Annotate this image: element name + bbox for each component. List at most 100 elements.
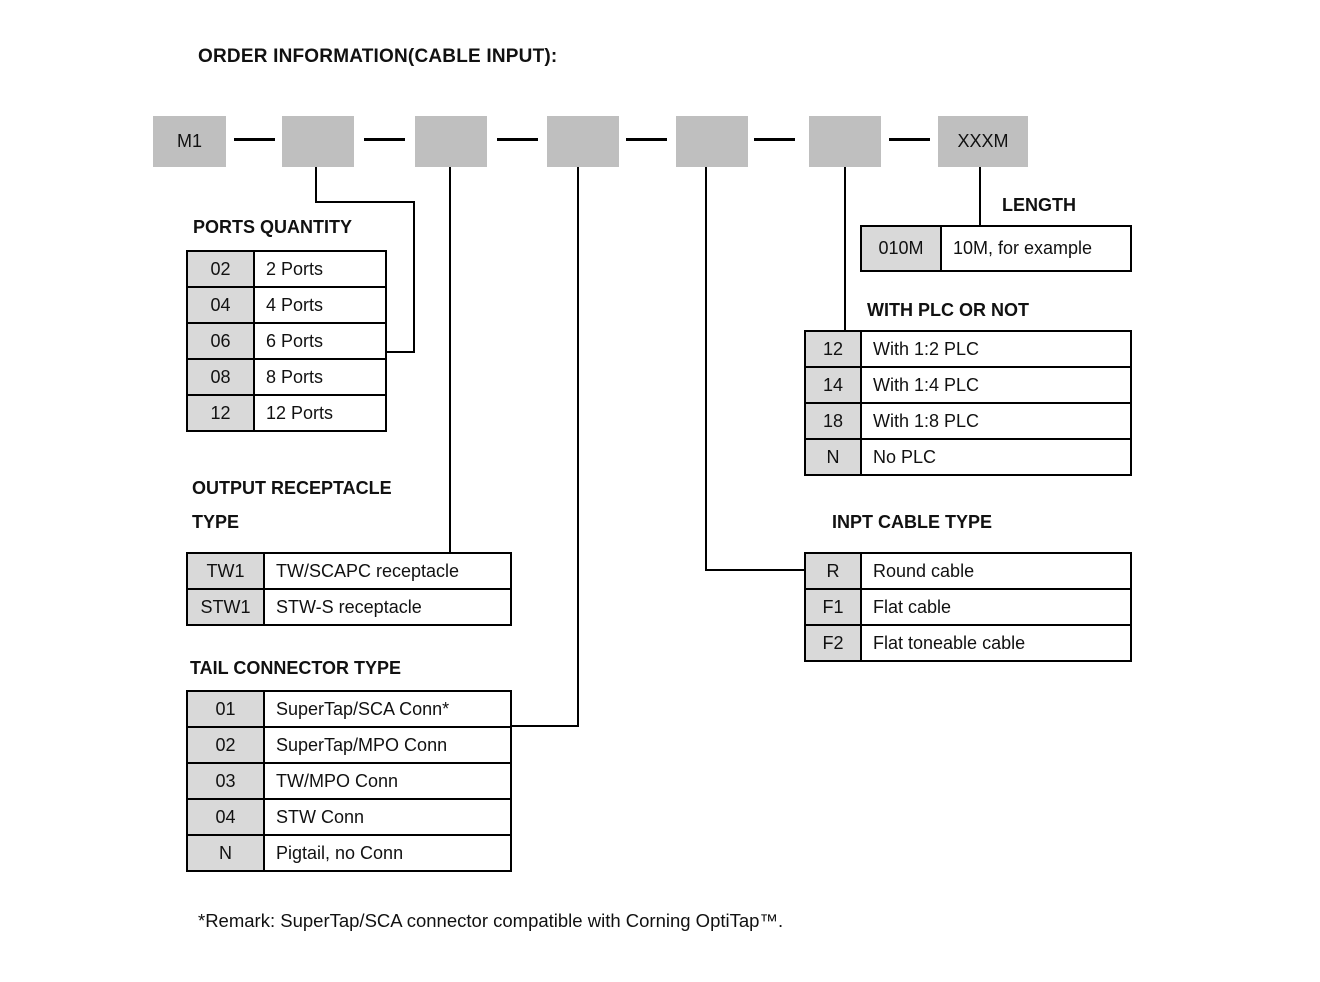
remark-note: *Remark: SuperTap/SCA connector compatib… xyxy=(198,910,784,931)
ports-quantity-table: 02 2 Ports 04 4 Ports 06 6 Ports 08 8 Po… xyxy=(186,250,387,432)
dash-separator xyxy=(754,138,795,141)
table-row: 01 SuperTap/SCA Conn* xyxy=(188,692,510,726)
desc-cell: 4 Ports xyxy=(266,294,324,315)
with-plc-title: WITH PLC OR NOT xyxy=(867,300,1029,320)
code-cell: 06 xyxy=(188,324,255,358)
table-row: 18 With 1:8 PLC xyxy=(806,402,1130,438)
code-cell: 01 xyxy=(188,692,265,726)
table-row: F2 Flat toneable cable xyxy=(806,624,1130,660)
output-receptacle-title-line2: TYPE xyxy=(192,512,240,532)
desc-cell: Flat toneable cable xyxy=(873,632,1026,653)
desc-cell: With 1:4 PLC xyxy=(873,374,980,395)
table-row: R Round cable xyxy=(806,554,1130,588)
desc-cell: No PLC xyxy=(873,446,937,467)
table-row: TW1 TW/SCAPC receptacle xyxy=(188,554,510,588)
code-cell: 18 xyxy=(806,404,862,438)
code-box-prefix: M1 xyxy=(153,116,226,167)
input-cable-table: R Round cable F1 Flat cable F2 Flat tone… xyxy=(804,552,1132,662)
connector-ports xyxy=(315,201,415,203)
code-cell: 02 xyxy=(188,252,255,286)
desc-cell: 2 Ports xyxy=(266,258,324,279)
table-row: 04 4 Ports xyxy=(188,286,385,322)
connector-ports xyxy=(387,351,415,353)
page-title: ORDER INFORMATION(CABLE INPUT): xyxy=(198,46,558,67)
table-row: 12 With 1:2 PLC xyxy=(806,332,1130,366)
desc-cell: TW/SCAPC receptacle xyxy=(276,560,460,581)
length-table: 010M 10M, for example xyxy=(860,225,1132,272)
code-cell: STW1 xyxy=(188,590,265,624)
ports-quantity-title: PORTS QUANTITY xyxy=(193,217,353,237)
code-box-tail-connector xyxy=(547,116,619,167)
code-cell: TW1 xyxy=(188,554,265,588)
desc-cell: With 1:8 PLC xyxy=(873,410,980,431)
code-cell: F2 xyxy=(806,626,862,660)
code-box-length: XXXM xyxy=(938,116,1028,167)
tail-connector-table: 01 SuperTap/SCA Conn* 02 SuperTap/MPO Co… xyxy=(186,690,512,872)
desc-cell: STW Conn xyxy=(276,806,365,827)
table-row: 08 8 Ports xyxy=(188,358,385,394)
connector-output-receptacle xyxy=(449,167,451,553)
dash-separator xyxy=(889,138,930,141)
table-row: N Pigtail, no Conn xyxy=(188,834,510,870)
table-row: 02 SuperTap/MPO Conn xyxy=(188,726,510,762)
table-row: 06 6 Ports xyxy=(188,322,385,358)
code-cell: 14 xyxy=(806,368,862,402)
desc-cell: Flat cable xyxy=(873,596,952,617)
code-cell: 02 xyxy=(188,728,265,762)
desc-cell: With 1:2 PLC xyxy=(873,338,980,359)
table-row: 010M 10M, for example xyxy=(862,227,1130,270)
desc-cell: Round cable xyxy=(873,560,975,581)
desc-cell: SuperTap/MPO Conn xyxy=(276,734,448,755)
code-cell: 04 xyxy=(188,800,265,834)
desc-cell: 10M, for example xyxy=(953,238,1093,258)
desc-cell: TW/MPO Conn xyxy=(276,770,399,791)
connector-input-cable xyxy=(705,167,707,571)
dash-separator xyxy=(234,138,275,141)
desc-cell: SuperTap/SCA Conn* xyxy=(276,698,450,719)
connector-length xyxy=(979,167,981,225)
code-box-plc xyxy=(809,116,881,167)
dash-separator xyxy=(364,138,405,141)
code-cell: F1 xyxy=(806,590,862,624)
dash-separator xyxy=(626,138,667,141)
connector-tail-connector xyxy=(577,167,579,727)
code-cell: 010M xyxy=(862,227,942,270)
desc-cell: 12 Ports xyxy=(266,402,334,423)
length-title: LENGTH xyxy=(1002,195,1076,215)
code-cell: R xyxy=(806,554,862,588)
desc-cell: 8 Ports xyxy=(266,366,324,387)
table-row: 04 STW Conn xyxy=(188,798,510,834)
code-box-output-receptacle xyxy=(415,116,487,167)
code-box-input-cable xyxy=(676,116,748,167)
desc-cell: STW-S receptacle xyxy=(276,596,422,617)
connector-ports xyxy=(413,201,415,353)
table-row: N No PLC xyxy=(806,438,1130,474)
code-cell: 12 xyxy=(188,396,255,430)
table-row: STW1 STW-S receptacle xyxy=(188,588,510,624)
output-receptacle-table: TW1 TW/SCAPC receptacle STW1 STW-S recep… xyxy=(186,552,512,626)
output-receptacle-title-line1: OUTPUT RECEPTACLE xyxy=(192,478,392,498)
connector-tail-connector xyxy=(512,725,579,727)
desc-cell: 6 Ports xyxy=(266,330,324,351)
code-cell: 08 xyxy=(188,360,255,394)
table-row: 02 2 Ports xyxy=(188,252,385,286)
connector-input-cable xyxy=(705,569,806,571)
table-row: 12 12 Ports xyxy=(188,394,385,430)
code-box-ports xyxy=(282,116,354,167)
desc-cell: Pigtail, no Conn xyxy=(276,842,404,863)
connector-ports xyxy=(315,167,317,203)
with-plc-table: 12 With 1:2 PLC 14 With 1:4 PLC 18 With … xyxy=(804,330,1132,476)
connector-plc xyxy=(844,167,846,330)
table-row: F1 Flat cable xyxy=(806,588,1130,624)
code-cell: N xyxy=(806,440,862,474)
code-cell: N xyxy=(188,836,265,870)
code-cell: 03 xyxy=(188,764,265,798)
dash-separator xyxy=(497,138,538,141)
input-cable-title: INPT CABLE TYPE xyxy=(832,512,993,532)
table-row: 14 With 1:4 PLC xyxy=(806,366,1130,402)
tail-connector-title: TAIL CONNECTOR TYPE xyxy=(190,658,402,678)
table-row: 03 TW/MPO Conn xyxy=(188,762,510,798)
output-receptacle-title: OUTPUT RECEPTACLE TYPE xyxy=(192,471,392,539)
code-cell: 04 xyxy=(188,288,255,322)
